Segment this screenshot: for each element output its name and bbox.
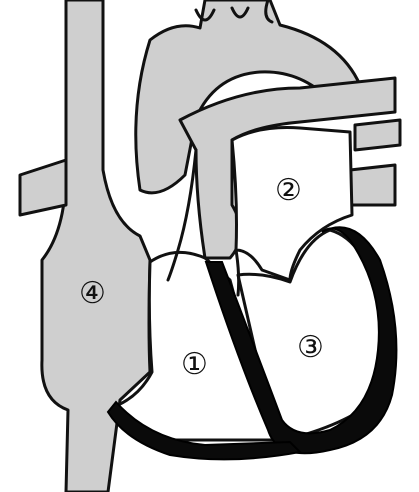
atrial-septum-line bbox=[236, 250, 239, 295]
right-lower-branch-vessel bbox=[350, 165, 395, 205]
right-branch-vessel bbox=[355, 120, 400, 150]
label-chamber-4: ④ bbox=[79, 279, 106, 309]
label-chamber-3: ③ bbox=[297, 333, 324, 363]
left-branch-vessel bbox=[20, 160, 66, 215]
label-chamber-1: ① bbox=[181, 350, 208, 380]
label-chamber-2: ② bbox=[275, 176, 302, 206]
